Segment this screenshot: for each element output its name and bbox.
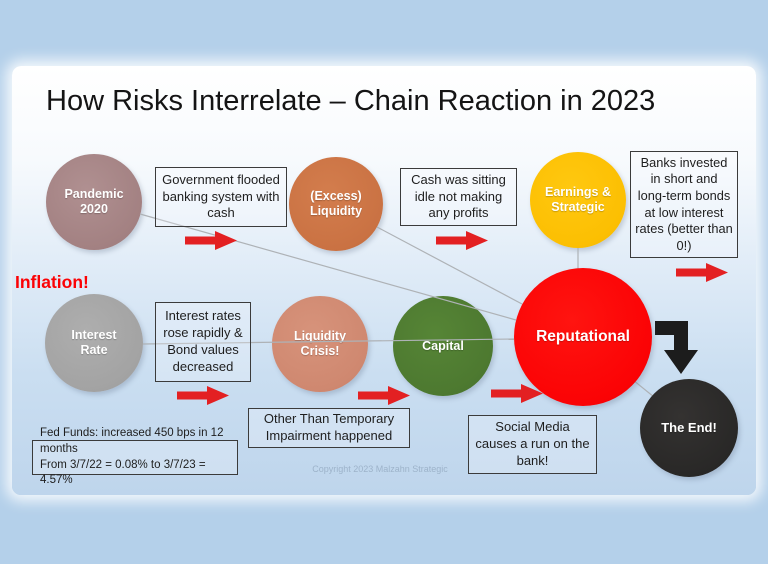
- box-impairment: Other Than Temporary Impairment happened: [248, 408, 410, 448]
- node-excess-liquidity: (Excess) Liquidity: [289, 157, 383, 251]
- red-arrow-icon: [436, 231, 488, 250]
- node-label: Liquidity Crisis!: [293, 329, 347, 358]
- node-liquidity-crisis: Liquidity Crisis!: [272, 296, 368, 392]
- node-label: Capital: [422, 338, 464, 353]
- inflation-label: Inflation!: [15, 272, 89, 292]
- node-label: Interest Rate: [71, 328, 117, 357]
- node-label: Reputational: [536, 327, 630, 345]
- red-arrow-icon: [185, 231, 237, 250]
- box-cash-idle: Cash was sitting idle not making any pro…: [400, 168, 517, 226]
- red-arrow-icon: [177, 386, 229, 405]
- node-reputational: Reputational: [514, 268, 652, 406]
- node-the-end: The End!: [640, 379, 738, 477]
- node-label: Pandemic 2020: [64, 187, 124, 216]
- red-arrow-icon: [491, 384, 543, 403]
- box-banks-invested: Banks invested in short and long-term bo…: [630, 151, 738, 258]
- node-capital: Capital: [393, 296, 493, 396]
- red-arrow-icon: [676, 263, 728, 282]
- node-label: (Excess) Liquidity: [309, 189, 363, 218]
- node-label: Earnings & Strategic: [545, 185, 611, 214]
- box-rates-rose: Interest rates rose rapidly & Bond value…: [155, 302, 251, 382]
- page-title: How Risks Interrelate – Chain Reaction i…: [46, 85, 656, 117]
- box-social-media: Social Media causes a run on the bank!: [468, 415, 597, 474]
- node-interest-rate: Interest Rate: [45, 294, 143, 392]
- box-fed-funds: Fed Funds: increased 450 bps in 12 month…: [32, 427, 238, 486]
- box-government-flooded: Government flooded banking system with c…: [155, 167, 287, 227]
- node-label: The End!: [661, 420, 717, 436]
- red-arrow-icon: [358, 386, 410, 405]
- copyright-text: Copyright 2023 Malzahn Strategic: [312, 464, 448, 474]
- node-pandemic-2020: Pandemic 2020: [46, 154, 142, 250]
- node-earnings-strategic: Earnings & Strategic: [530, 152, 626, 248]
